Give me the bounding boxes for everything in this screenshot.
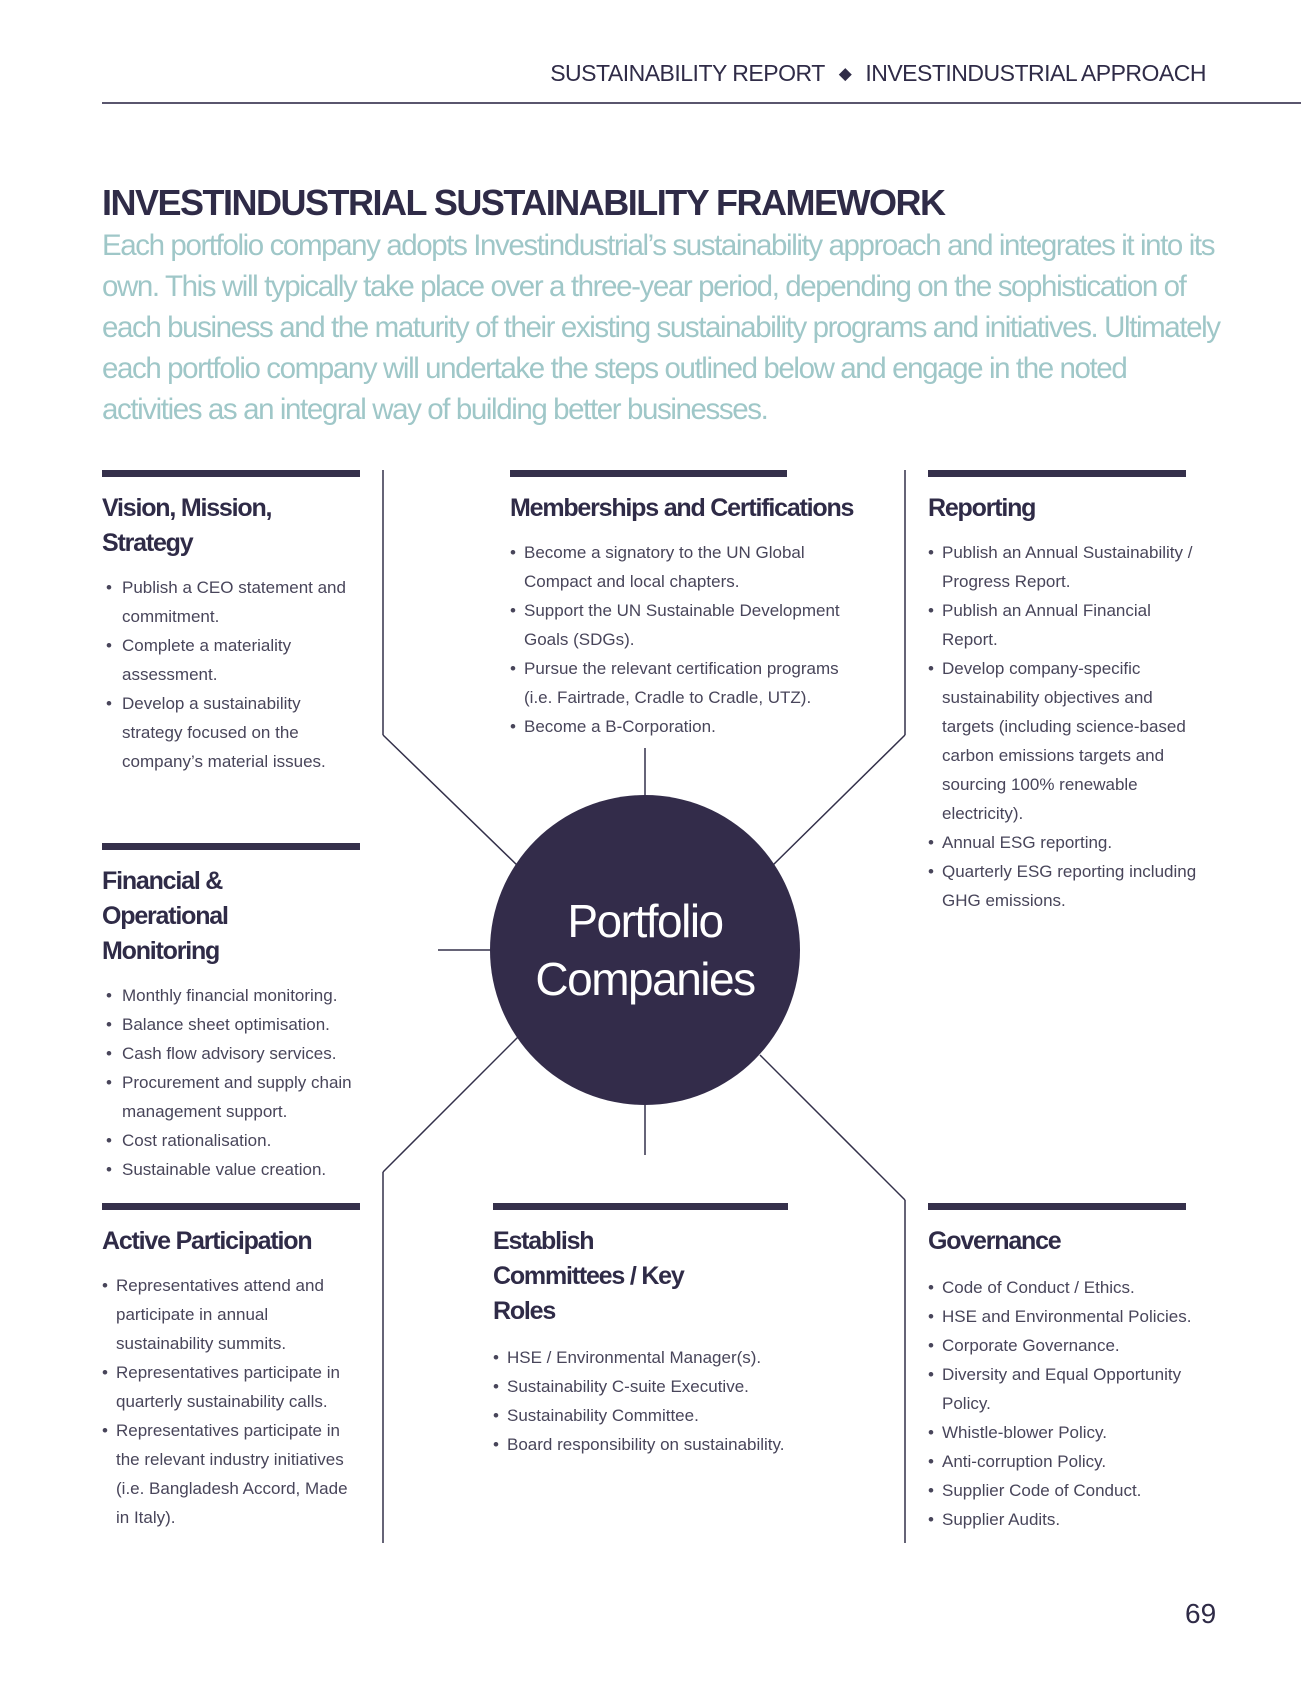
section-vision-mission-strategy: Vision, Mission, Strategy Publish a CEO … — [102, 470, 362, 776]
connector-governance-diagonal — [759, 1054, 906, 1201]
list-item: Cash flow advisory services. — [102, 1039, 372, 1068]
list-item: Representatives attend and participate i… — [102, 1271, 364, 1358]
list-item: Representatives participate in the relev… — [102, 1416, 364, 1532]
list-item: Sustainability C-suite Executive. — [493, 1372, 853, 1401]
list-item: Become a B-Corporation. — [510, 712, 865, 741]
list-item: Publish an Annual Financial Report. — [928, 596, 1198, 654]
section-title: Memberships and Certifications — [510, 494, 854, 522]
list-item: Cost rationalisation. — [102, 1126, 372, 1155]
connector-participation-diagonal — [382, 1034, 521, 1173]
connector-vision-diagonal — [382, 734, 521, 869]
list-item: Pursue the relevant certification progra… — [510, 654, 865, 712]
list-item: Procurement and supply chain management … — [102, 1068, 372, 1126]
section-title: Establish Committees / Key Roles — [493, 1227, 685, 1325]
section-list: Monthly financial monitoring. Balance sh… — [102, 981, 372, 1184]
list-item: Quarterly ESG reporting including GHG em… — [928, 857, 1198, 915]
list-item: Complete a materiality assessment. — [102, 631, 362, 689]
section-bar — [102, 1203, 360, 1210]
section-bar — [928, 1203, 1186, 1210]
list-item: Sustainability Committee. — [493, 1401, 853, 1430]
header-report-name: SUSTAINABILITY REPORT — [550, 60, 825, 86]
header-divider — [102, 102, 1301, 104]
list-item: Whistle-blower Policy. — [928, 1418, 1208, 1447]
list-item: Supplier Code of Conduct. — [928, 1476, 1208, 1505]
section-list: Representatives attend and participate i… — [102, 1271, 364, 1532]
list-item: Anti-corruption Policy. — [928, 1447, 1208, 1476]
section-list: Publish an Annual Sustainability / Progr… — [928, 538, 1198, 915]
list-item: Representatives participate in quarterly… — [102, 1358, 364, 1416]
section-bar — [102, 470, 360, 477]
list-item: Corporate Governance. — [928, 1331, 1208, 1360]
section-title: Governance — [928, 1227, 1062, 1255]
header-section-name: INVESTINDUSTRIAL APPROACH — [865, 60, 1206, 86]
section-memberships-certifications: Memberships and Certifications Become a … — [510, 470, 865, 741]
section-governance: Governance Code of Conduct / Ethics. HSE… — [928, 1203, 1208, 1534]
list-item: Become a signatory to the UN Global Comp… — [510, 538, 865, 596]
list-item: Develop a sustainability strategy focuse… — [102, 689, 362, 776]
section-list: Publish a CEO statement and commitment. … — [102, 573, 362, 776]
section-bar — [510, 470, 787, 477]
running-header: SUSTAINABILITY REPORT ◆ INVESTINDUSTRIAL A… — [0, 60, 1206, 87]
list-item: Support the UN Sustainable Development G… — [510, 596, 865, 654]
section-bar — [928, 470, 1186, 477]
list-item: Code of Conduct / Ethics. — [928, 1273, 1208, 1302]
list-item: HSE and Environmental Policies. — [928, 1302, 1208, 1331]
list-item: Balance sheet optimisation. — [102, 1010, 372, 1039]
page-title: INVESTINDUSTRIAL SUSTAINABILITY FRAMEWOR… — [102, 182, 946, 224]
section-title: Vision, Mission, Strategy — [102, 494, 272, 557]
section-reporting: Reporting Publish an Annual Sustainabili… — [928, 470, 1198, 915]
list-item: Annual ESG reporting. — [928, 828, 1198, 857]
list-item: Develop company-specific sustainability … — [928, 654, 1198, 828]
connector-reporting-diagonal — [769, 734, 906, 869]
section-active-participation: Active Participation Representatives att… — [102, 1203, 364, 1532]
list-item: Sustainable value creation. — [102, 1155, 372, 1184]
list-item: Publish an Annual Sustainability / Progr… — [928, 538, 1198, 596]
section-title: Reporting — [928, 494, 1036, 522]
section-title: Financial & Operational Monitoring — [102, 867, 229, 965]
section-bar — [493, 1203, 788, 1210]
page-number: 69 — [1185, 1598, 1217, 1629]
section-list: HSE / Environmental Manager(s). Sustaina… — [493, 1343, 853, 1459]
intro-paragraph: Each portfolio company adopts Investindu… — [102, 229, 1221, 426]
section-list: Become a signatory to the UN Global Comp… — [510, 538, 865, 741]
portfolio-companies-circle: Portfolio Companies — [490, 795, 800, 1105]
diamond-separator-icon: ◆ — [838, 64, 852, 83]
section-establish-committees: Establish Committees / Key Roles HSE / E… — [493, 1203, 853, 1459]
list-item: Supplier Audits. — [928, 1505, 1208, 1534]
list-item: Monthly financial monitoring. — [102, 981, 372, 1010]
section-title: Active Participation — [102, 1227, 313, 1255]
section-financial-operational-monitoring: Financial & Operational Monitoring Month… — [102, 843, 372, 1184]
circle-label: Portfolio Companies — [535, 895, 756, 1005]
list-item: Publish a CEO statement and commitment. — [102, 573, 362, 631]
list-item: Diversity and Equal Opportunity Policy. — [928, 1360, 1208, 1418]
section-list: Code of Conduct / Ethics. HSE and Enviro… — [928, 1273, 1208, 1534]
section-bar — [102, 843, 360, 850]
list-item: HSE / Environmental Manager(s). — [493, 1343, 853, 1372]
list-item: Board responsibility on sustainability. — [493, 1430, 853, 1459]
